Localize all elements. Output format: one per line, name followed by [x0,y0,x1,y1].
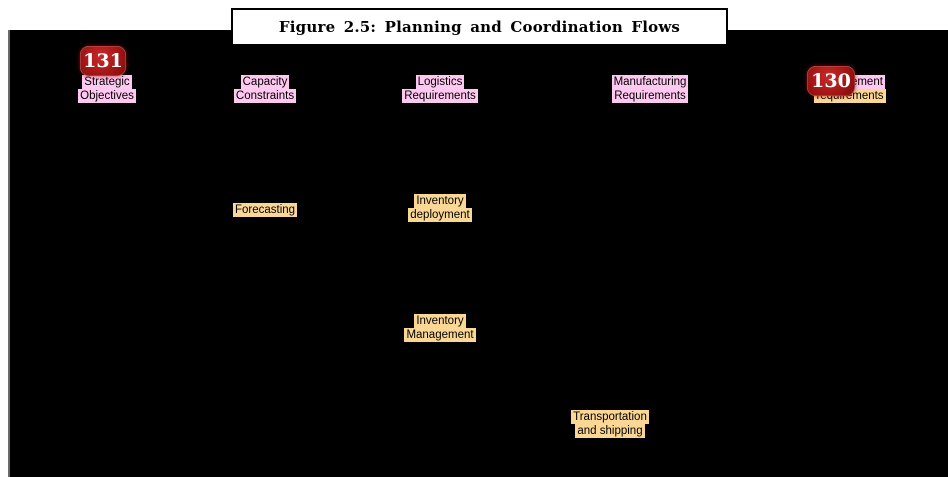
node-inventory-deployment: Inventory deployment [390,194,490,222]
node-strategic-line2: Objectives [78,89,136,103]
node-manufacturing-line2: Requirements [612,89,688,103]
diagram-left-border [8,30,10,477]
node-capacity-line1: Capacity [240,75,290,89]
diagram-canvas [8,30,948,477]
node-logistics-requirements: Logistics Requirements [385,75,495,103]
page-badge-right: 130 [807,66,855,96]
node-strategic-line1: Strategic [82,75,132,89]
node-forecasting: Forecasting [215,203,315,217]
node-transportation-line1: Transportation [571,410,649,424]
node-manufacturing-requirements: Manufacturing Requirements [590,75,710,103]
node-logistics-line1: Logistics [415,75,465,89]
node-capacity-constraints: Capacity Constraints [220,75,310,103]
page-badge-left: 131 [80,46,126,76]
node-transportation-shipping: Transportation and shipping [560,410,660,438]
node-strategic-objectives: Strategic Objectives [62,75,152,103]
figure-title: Figure 2.5: Planning and Coordination Fl… [278,18,681,36]
node-inventory-management-line2: Management [404,328,476,342]
figure-title-box: Figure 2.5: Planning and Coordination Fl… [231,8,728,46]
node-transportation-line2: and shipping [575,424,645,438]
node-inventory-management: Inventory Management [390,314,490,342]
node-inventory-management-line1: Inventory [414,314,466,328]
node-capacity-line2: Constraints [233,89,297,103]
node-forecasting-line1: Forecasting [232,203,298,217]
node-manufacturing-line1: Manufacturing [611,75,689,89]
node-inventory-deployment-line2: deployment [408,208,472,222]
node-logistics-line2: Requirements [402,89,478,103]
node-inventory-deployment-line1: Inventory [414,194,466,208]
